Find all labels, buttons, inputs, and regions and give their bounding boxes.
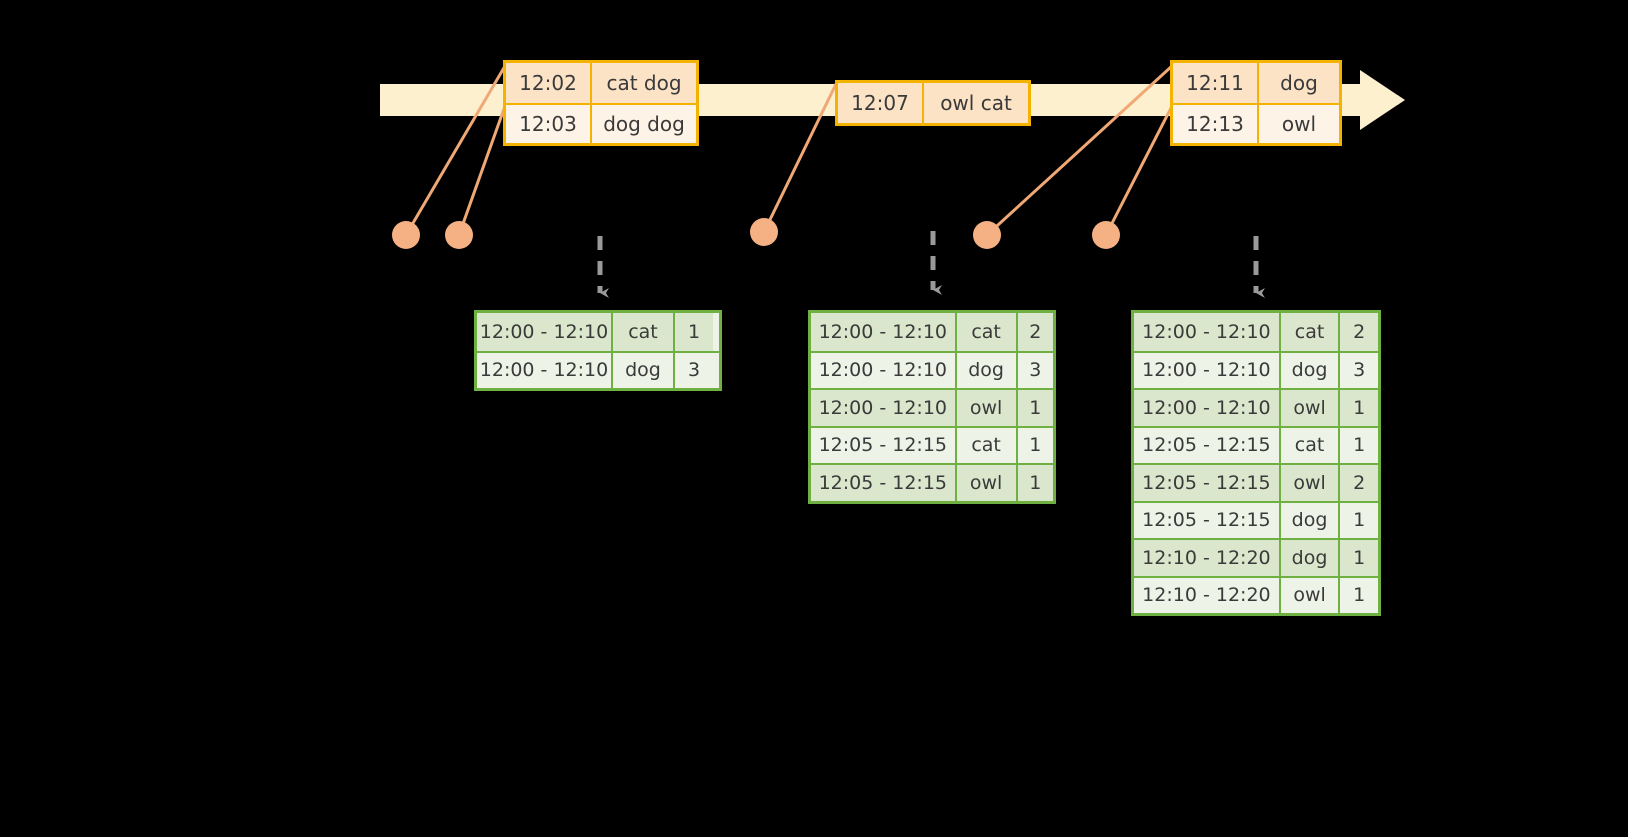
- window-cell: 12:00 - 12:10: [811, 313, 957, 351]
- table-row: 12:00 - 12:10 owl 1: [811, 388, 1054, 426]
- count-cell: 2: [1340, 465, 1378, 501]
- connector-line-1: [404, 64, 507, 237]
- key-cell: cat: [1280, 313, 1341, 351]
- key-cell: owl: [1280, 390, 1341, 426]
- connector-line-5: [1104, 104, 1174, 237]
- table-row: 12:00 - 12:10 dog 3: [811, 350, 1054, 388]
- key-cell: dog: [613, 352, 675, 388]
- event-time: 12:03: [506, 105, 592, 143]
- event-row: 12:07 owl cat: [838, 83, 1028, 123]
- count-cell: 3: [1017, 352, 1054, 388]
- window-cell: 12:00 - 12:10: [1134, 352, 1281, 388]
- table-row: 12:05 - 12:15 cat 1: [811, 425, 1054, 463]
- table-row: 12:05 - 12:15 owl 1: [811, 463, 1054, 501]
- window-cell: 12:00 - 12:10: [1134, 313, 1281, 351]
- count-cell: 1: [1017, 465, 1054, 501]
- window-cell: 12:00 - 12:10: [477, 352, 613, 388]
- window-cell: 12:05 - 12:15: [1134, 465, 1281, 501]
- key-cell: cat: [613, 313, 675, 351]
- key-cell: owl: [1280, 465, 1341, 501]
- count-cell: 1: [1340, 390, 1378, 426]
- key-cell: owl: [956, 465, 1018, 501]
- count-cell: 1: [675, 313, 713, 351]
- event-group-2: 12:07 owl cat: [835, 80, 1031, 126]
- count-cell: 1: [1340, 540, 1378, 576]
- event-text: owl cat: [924, 83, 1028, 123]
- key-cell: dog: [1280, 352, 1341, 388]
- event-group-1: 12:02 cat dog 12:03 dog dog: [503, 60, 699, 146]
- key-cell: dog: [1280, 502, 1341, 538]
- count-cell: 1: [1340, 577, 1378, 613]
- window-cell: 12:05 - 12:15: [1134, 502, 1281, 538]
- count-cell: 1: [1340, 427, 1378, 463]
- event-group-3: 12:11 dog 12:13 owl: [1170, 60, 1342, 146]
- table-row: 12:05 - 12:15 owl 2: [1134, 463, 1378, 501]
- table-row: 12:05 - 12:15 cat 1: [1134, 425, 1378, 463]
- key-cell: dog: [956, 352, 1018, 388]
- event-text: cat dog: [592, 63, 696, 103]
- event-dot-1: [392, 221, 420, 249]
- result-table-2: 12:00 - 12:10 cat 2 12:00 - 12:10 dog 3 …: [808, 310, 1056, 504]
- table-row: 12:05 - 12:15 dog 1: [1134, 500, 1378, 538]
- table-row: 12:00 - 12:10 dog 3: [1134, 350, 1378, 388]
- key-cell: cat: [1280, 427, 1341, 463]
- window-cell: 12:05 - 12:15: [811, 427, 957, 463]
- event-time: 12:13: [1173, 105, 1259, 143]
- result-table-3: 12:00 - 12:10 cat 2 12:00 - 12:10 dog 3 …: [1131, 310, 1381, 616]
- count-cell: 3: [675, 352, 713, 388]
- key-cell: dog: [1280, 540, 1341, 576]
- window-cell: 12:00 - 12:10: [477, 313, 613, 351]
- event-text: dog: [1259, 63, 1339, 103]
- window-cell: 12:10 - 12:20: [1134, 540, 1281, 576]
- event-time: 12:11: [1173, 63, 1259, 103]
- event-text: owl: [1259, 105, 1339, 143]
- table-row: 12:00 - 12:10 cat 1: [477, 313, 719, 351]
- event-row: 12:03 dog dog: [506, 103, 696, 143]
- event-time: 12:02: [506, 63, 592, 103]
- event-dot-5: [1092, 221, 1120, 249]
- event-row: 12:02 cat dog: [506, 63, 696, 103]
- event-row: 12:11 dog: [1173, 63, 1339, 103]
- key-cell: cat: [956, 313, 1018, 351]
- table-row: 12:10 - 12:20 owl 1: [1134, 575, 1378, 613]
- count-cell: 1: [1017, 390, 1054, 426]
- table-row: 12:00 - 12:10 dog 3: [477, 350, 719, 388]
- key-cell: cat: [956, 427, 1018, 463]
- key-cell: owl: [956, 390, 1018, 426]
- event-row: 12:13 owl: [1173, 103, 1339, 143]
- window-cell: 12:00 - 12:10: [811, 352, 957, 388]
- count-cell: 1: [1017, 427, 1054, 463]
- window-cell: 12:05 - 12:15: [1134, 427, 1281, 463]
- window-cell: 12:00 - 12:10: [1134, 390, 1281, 426]
- event-dot-4: [973, 221, 1001, 249]
- count-cell: 1: [1340, 502, 1378, 538]
- window-cell: 12:05 - 12:15: [811, 465, 957, 501]
- event-dot-3: [750, 218, 778, 246]
- connector-line-2: [457, 104, 507, 237]
- event-dot-2: [445, 221, 473, 249]
- table-row: 12:10 - 12:20 dog 1: [1134, 538, 1378, 576]
- table-row: 12:00 - 12:10 cat 2: [1134, 313, 1378, 351]
- key-cell: owl: [1280, 577, 1341, 613]
- window-cell: 12:10 - 12:20: [1134, 577, 1281, 613]
- event-dots: [392, 218, 1120, 249]
- table-row: 12:00 - 12:10 cat 2: [811, 313, 1054, 351]
- window-cell: 12:00 - 12:10: [811, 390, 957, 426]
- connector-line-3: [762, 82, 838, 234]
- count-cell: 2: [1017, 313, 1054, 351]
- table-row: 12:00 - 12:10 owl 1: [1134, 388, 1378, 426]
- event-text: dog dog: [592, 105, 696, 143]
- result-table-1: 12:00 - 12:10 cat 1 12:00 - 12:10 dog 3: [474, 310, 722, 391]
- event-time: 12:07: [838, 83, 924, 123]
- count-cell: 2: [1340, 313, 1378, 351]
- trigger-arrows: [597, 231, 1265, 298]
- count-cell: 3: [1340, 352, 1378, 388]
